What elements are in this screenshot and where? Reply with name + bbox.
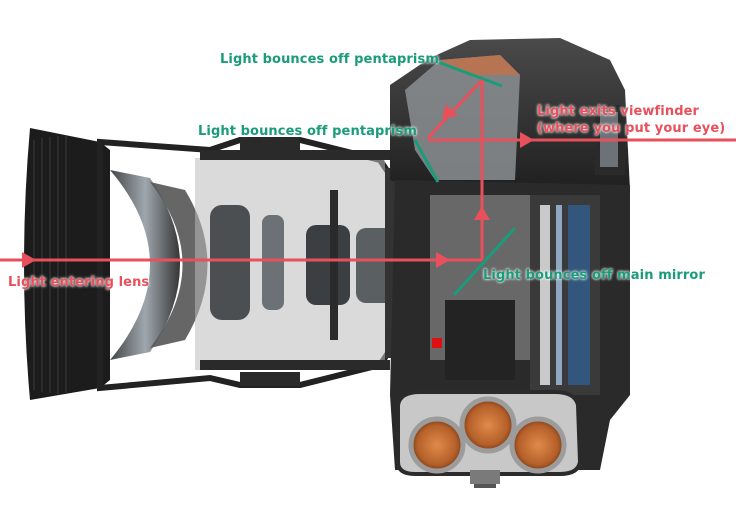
light-path bbox=[0, 78, 736, 262]
lens-assembly bbox=[24, 128, 406, 400]
coil-icon bbox=[408, 416, 466, 474]
triangle-arrow-icon bbox=[474, 206, 490, 220]
coil-canisters bbox=[408, 396, 567, 474]
camera-body bbox=[390, 38, 630, 488]
label-pentaprism-mid: Light bounces off pentaprism bbox=[198, 124, 417, 139]
front-lens-element bbox=[110, 170, 180, 360]
mirror-mechanism bbox=[445, 300, 515, 380]
lens-barrel-rings bbox=[200, 138, 390, 386]
lens-grip-ribs bbox=[33, 136, 67, 394]
tripod-screw bbox=[470, 470, 500, 484]
pentaprism-top-mirror bbox=[437, 60, 503, 88]
sensor-plate bbox=[540, 205, 550, 385]
pentaprism-side-mirror bbox=[413, 139, 440, 183]
sensor-filter bbox=[556, 205, 562, 385]
label-entering-lens: Light entering lens bbox=[8, 275, 150, 290]
pentaprism bbox=[405, 55, 520, 180]
internal-lens-elements bbox=[210, 190, 406, 340]
label-exits-viewfinder-note: (where you put your eye) bbox=[537, 121, 726, 136]
lens-hood bbox=[24, 128, 110, 400]
triangle-arrow-icon bbox=[436, 252, 450, 268]
reflection-surfaces bbox=[413, 60, 517, 297]
triangle-arrow-icon bbox=[22, 252, 36, 268]
label-pentaprism-top: Light bounces off pentaprism bbox=[220, 52, 439, 67]
light-path-arrows bbox=[22, 104, 534, 268]
triangle-arrow-icon bbox=[442, 104, 458, 118]
label-main-mirror: Light bounces off main mirror bbox=[483, 268, 705, 283]
triangle-arrow-icon bbox=[520, 132, 534, 148]
main-mirror bbox=[452, 226, 517, 297]
coil-icon bbox=[459, 396, 517, 454]
light-path-diag bbox=[426, 78, 484, 140]
red-indicator bbox=[432, 338, 442, 348]
circuit-board bbox=[568, 205, 590, 385]
coil-icon bbox=[509, 416, 567, 474]
label-exits-viewfinder: Light exits viewfinder bbox=[537, 104, 700, 119]
front-lens-element-2 bbox=[150, 182, 208, 348]
